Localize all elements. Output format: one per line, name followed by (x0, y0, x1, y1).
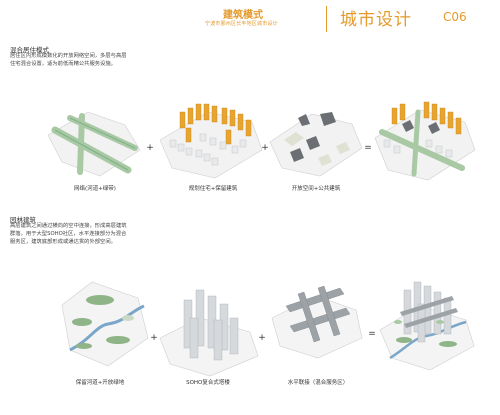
caption-river-green: 保留河道+开放绿地 (75, 380, 125, 386)
section1-title: 混合居住模式 (10, 46, 49, 54)
operator-plus-3: + (150, 333, 158, 343)
section2-title: 园林建筑 (10, 216, 36, 224)
result-diagram-2 (379, 281, 475, 371)
horizontal-link-diagram (271, 285, 363, 359)
network-diagram (47, 111, 141, 177)
section-name: 城市设计 (340, 10, 412, 30)
caption-horizontal-link: 水平联接（混合服务区） (287, 380, 349, 386)
header-title: 建筑模式 (223, 10, 263, 21)
river-green-diagram (61, 281, 149, 367)
operator-equals-1: = (364, 143, 372, 153)
section1-text: 居住区内形成模数化的开放网络空间，多层与高层住宅混合设置，适为前低而精公共服务设… (10, 53, 127, 67)
header-divider (326, 6, 327, 32)
caption-housing: 规划住宅+保留建筑 (188, 186, 238, 192)
result-diagram-1 (374, 101, 476, 181)
caption-open-space: 开放空间+公共建筑 (291, 186, 341, 192)
caption-soho-towers: SOHO复合式塔楼 (186, 380, 230, 386)
operator-plus-1: + (146, 143, 154, 153)
open-space-diagram (269, 112, 363, 177)
page-code: C06 (443, 10, 467, 24)
caption-network: 网络(河道+绿带) (74, 186, 116, 192)
operator-equals-2: = (368, 329, 376, 339)
section2-text: 高层建筑之间通过横向的空中连接，形成高层建筑群落。用于大型SOHO社区，水平连接… (10, 223, 127, 245)
soho-towers-diagram (159, 289, 259, 377)
operator-plus-4: + (258, 333, 266, 343)
header-subtitle: 宁波市鄞州区长丰地区城市设计 (205, 21, 278, 27)
operator-plus-2: + (261, 143, 269, 153)
housing-diagram (159, 103, 263, 179)
